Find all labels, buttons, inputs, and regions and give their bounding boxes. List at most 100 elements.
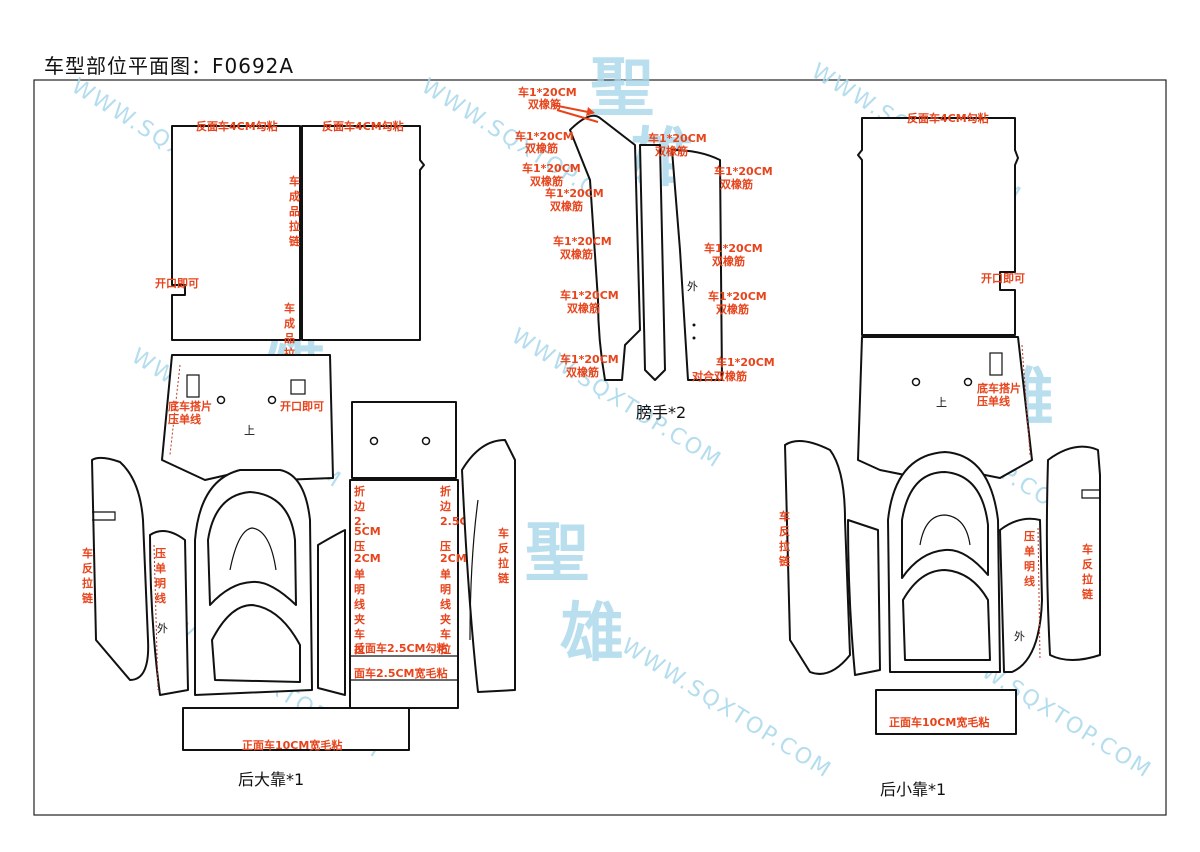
svg-text:线: 线: [1024, 574, 1035, 588]
svg-text:2CM: 2CM: [440, 552, 467, 565]
svg-text:5CM: 5CM: [354, 525, 381, 538]
hole-marker: [421, 436, 431, 446]
label-reverse-zipper-vertical: 车反 拉链: [498, 526, 510, 585]
inner-contour: [469, 499, 479, 641]
label-double-elastic: 车1*20CM: [522, 161, 581, 175]
svg-text:链: 链: [498, 571, 510, 585]
svg-text:车: 车: [498, 526, 509, 540]
pointer-arrow: [552, 104, 589, 113]
armrest-mid-piece: [639, 144, 666, 381]
label-open-ok: 开口即可: [280, 400, 324, 413]
label-single-topstitch-vertical: 压单 明线: [155, 546, 166, 605]
svg-text:链: 链: [1082, 587, 1094, 601]
svg-text:拉: 拉: [1082, 572, 1093, 586]
rear-small-bottom-strip: [875, 689, 1017, 735]
rear-big-center-strip: [349, 479, 459, 709]
label-double-elastic: 车1*20CM: [515, 129, 574, 143]
label-bottom-lap: 压单线: [977, 394, 1010, 408]
rear-small-back-group: 反面车4CM勾粘 开口即可 底车搭片 压单线 上 车反 拉链 压单 明线 外: [779, 111, 1101, 799]
hole-marker: [267, 395, 277, 405]
svg-text:反: 反: [82, 561, 93, 575]
svg-text:拉: 拉: [82, 576, 93, 590]
armrest-right-piece: [671, 149, 723, 381]
label-outer: 外: [157, 622, 168, 635]
rear-big-left-wing: [91, 456, 150, 681]
svg-text:车: 车: [289, 174, 300, 188]
svg-text:反: 反: [1082, 557, 1093, 571]
label-double-elastic: 双橡筋: [525, 141, 558, 155]
svg-text:夹: 夹: [440, 612, 451, 626]
svg-text:单: 单: [155, 561, 166, 575]
page-title: 车型部位平面图：F0692A: [44, 54, 295, 78]
caption-armrest: 膀手*2: [636, 403, 686, 422]
label-outer: 外: [1014, 630, 1025, 643]
rear-big-back-group: 反面车4CM勾粘 反面车4CM勾粘 开口即可 车成 品拉 链 车成 品拉 链 底…: [82, 119, 516, 789]
label-double-elastic: 双橡筋: [528, 97, 561, 111]
svg-text:链: 链: [289, 234, 301, 248]
drawing-frame: [33, 79, 1167, 816]
svg-text:链: 链: [82, 591, 94, 605]
label-front-10cm-wide: 正面车10CM宽毛粘: [242, 738, 342, 752]
rear-big-top-right-panel: [301, 125, 425, 341]
label-double-elastic: 车1*20CM: [553, 234, 612, 248]
svg-text:拉: 拉: [498, 556, 509, 570]
rear-small-right-strip: [999, 517, 1043, 673]
armrest-group: 车1*20CM 双橡筋 车1*20CM 双橡筋 车1*20CM 双橡筋 车1*2…: [515, 85, 775, 422]
label-double-elastic: 车1*20CM: [704, 241, 763, 255]
arrowhead: [586, 107, 595, 116]
label-bottom-lap: 底车搭片: [168, 399, 212, 413]
svg-text:车: 车: [284, 301, 295, 315]
svg-text:2.: 2.: [354, 515, 366, 528]
watermark-brand: 聖: [525, 517, 589, 591]
svg-text:明: 明: [354, 583, 365, 596]
svg-text:成: 成: [284, 316, 295, 330]
dot-marker: [692, 336, 696, 340]
label-reverse-4cm: 反面车4CM勾粘: [907, 111, 989, 125]
svg-text:车: 车: [354, 627, 365, 641]
svg-text:链: 链: [779, 554, 791, 568]
svg-text:车: 车: [1082, 542, 1093, 556]
rear-small-left-wing: [784, 440, 851, 675]
label-double-elastic: 车1*20CM: [518, 85, 577, 99]
label-reverse-4cm: 反面车4CM勾粘: [322, 119, 404, 133]
svg-text:车: 车: [440, 627, 451, 641]
rear-big-right-wing: [461, 439, 516, 693]
slot-marker: [989, 352, 1003, 376]
notch: [92, 511, 116, 521]
svg-text:压: 压: [440, 539, 451, 553]
rear-small-top-panel: [857, 117, 1019, 336]
seam-line: [169, 364, 181, 456]
rear-big-top-left-panel: [171, 125, 301, 341]
label-single-topstitch-vertical: 压单 明线: [1024, 529, 1035, 588]
label-double-elastic: 车1*20CM: [545, 186, 604, 200]
label-double-elastic: 双橡筋: [550, 199, 583, 213]
hole-marker: [963, 377, 973, 387]
label-double-elastic: 车1*20CM: [714, 164, 773, 178]
svg-text:拉: 拉: [354, 642, 365, 656]
svg-text:边: 边: [353, 499, 366, 513]
svg-text:拉: 拉: [289, 219, 300, 233]
rear-big-inner-upper: [207, 491, 297, 606]
watermark-brand: 雄: [560, 597, 624, 671]
svg-text:单: 单: [1024, 544, 1035, 558]
label-bottom-lap: 底车搭片: [977, 381, 1021, 395]
rear-big-left-strip: [149, 530, 189, 696]
label-double-elastic: 车1*20CM: [716, 355, 775, 369]
label-double-elastic: 双橡筋: [566, 365, 599, 379]
svg-text:线: 线: [354, 597, 365, 611]
label-reverse-25cm: 反面车2.5CM勾粘: [354, 641, 448, 655]
label-double-elastic: 双橡筋: [716, 302, 749, 316]
slot-marker: [186, 374, 200, 398]
watermark-logo: 聖 雄: [525, 517, 624, 671]
svg-text:单: 单: [354, 567, 365, 581]
label-outer: 外: [687, 280, 698, 293]
svg-text:明: 明: [155, 577, 166, 590]
rear-big-inner-lower: [211, 604, 301, 683]
rear-small-inner-lower: [902, 569, 991, 661]
label-face-25cm-wide: 面车2.5CM宽毛粘: [354, 666, 448, 680]
label-open-ok: 开口即可: [981, 272, 1025, 285]
svg-text:品: 品: [284, 332, 295, 345]
